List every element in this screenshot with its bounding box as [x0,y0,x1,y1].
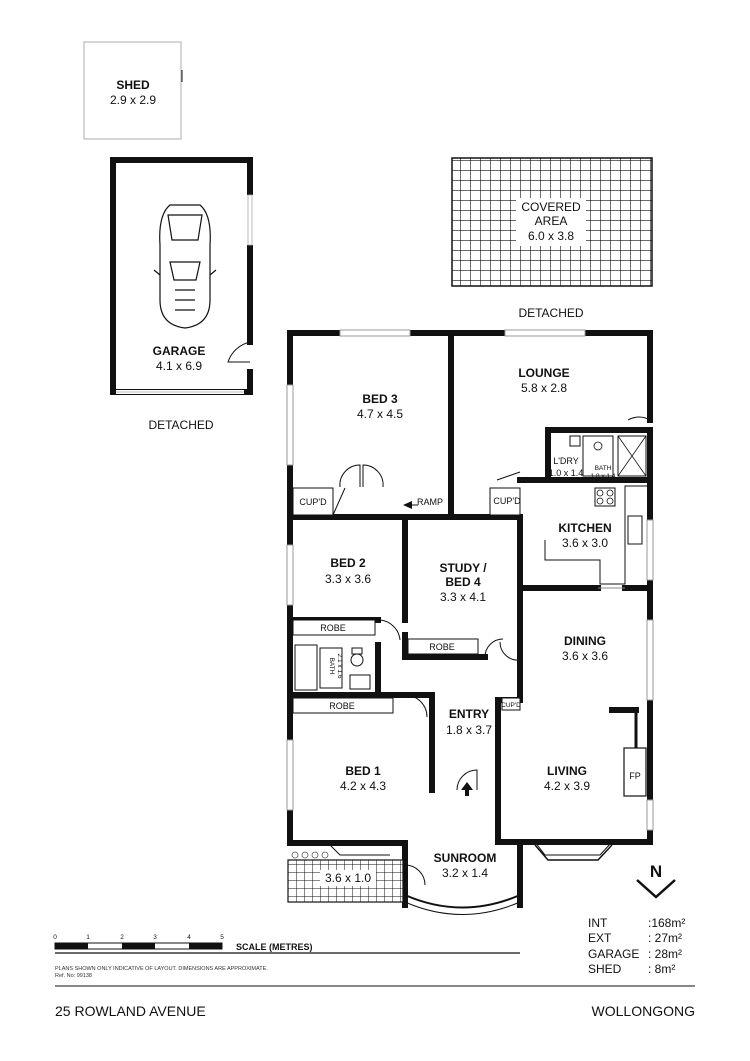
shed-dims: 2.9 x 2.9 [110,93,156,107]
car-icon [153,204,217,329]
ramp-label: RAMP [417,497,443,507]
robe-study-label: ROBE [429,642,455,652]
area-value-shed: : 8m² [648,962,675,976]
kitchen-dims: 3.6 x 3.0 [562,536,608,550]
study-dims: 3.3 x 4.1 [440,590,486,604]
bath-small-name: BATH [595,465,612,472]
entry-name: ENTRY [449,707,489,721]
ref-number: Ref. No: 99138 [55,973,92,979]
bath-main-dims: 2.1 x 1.6 [336,654,343,679]
study-name-line2: BED 4 [445,575,481,589]
dining-name: DINING [564,634,606,648]
bed2-name: BED 2 [330,556,366,570]
bath-small-dims: 1.8 x 1.4 [591,473,616,480]
covered-dims: 6.0 x 3.8 [528,229,574,243]
laundry-dims: 1.0 x 1.4 [549,468,584,478]
fixtures: CUP'D RAMP CUP'D ROBE ROBE ROBE CUP'D BA… [292,435,650,714]
garage-dims: 4.1 x 6.9 [156,359,202,373]
entry-arrow-icon [461,782,473,796]
covered-name-line1: COVERED [521,200,581,214]
lounge-dims: 5.8 x 2.8 [521,381,567,395]
scale-tick-1: 1 [86,934,90,941]
area-label-garage: GARAGE [588,947,639,961]
robe-bed2-label: ROBE [320,623,346,633]
living-name: LIVING [547,764,587,778]
entry-dims: 1.8 x 3.7 [446,723,492,737]
footer-suburb: WOLLONGONG [592,1003,695,1019]
laundry-name: L'DRY [553,456,579,466]
area-value-garage: : 28m² [648,947,682,961]
cupd-bed3-label: CUP'D [299,497,327,507]
deck: 3.6 x 1.0 [287,851,404,903]
bed3-name: BED 3 [362,392,398,406]
bed2-dims: 3.3 x 3.6 [325,572,371,586]
scale-tick-5: 5 [220,934,224,941]
kitchen-name: KITCHEN [558,521,611,535]
room-labels: BED 3 4.7 x 4.5 LOUNGE 5.8 x 2.8 KITCHEN… [325,366,641,880]
fireplace-label: FP [629,771,641,781]
cupd-hall-label: CUP'D [493,496,521,506]
disclaimer: PLANS SHOWN ONLY INDICATIVE OF LAYOUT. D… [55,966,268,972]
scale-tick-0: 0 [53,934,57,941]
area-value-int: :168m² [648,916,685,930]
bed1-dims: 4.2 x 4.3 [340,779,386,793]
shed-name: SHED [116,78,150,92]
garage-detached-label: DETACHED [148,418,213,432]
area-label-shed: SHED [588,962,622,976]
shed: SHED 2.9 x 2.9 [83,41,183,140]
covered-detached-label: DETACHED [518,306,583,320]
scale-tick-4: 4 [187,934,191,941]
scale-bar: 0 1 2 3 4 5 SCALE (METRES) PLANS SHOWN O… [53,934,520,979]
doors [339,416,651,886]
sunroom-dims: 3.2 x 1.4 [442,866,488,880]
area-label-int: INT [588,916,608,930]
robe-bed1-label: ROBE [329,701,355,711]
living-dims: 4.2 x 3.9 [544,779,590,793]
north-label: N [650,862,662,881]
garage-name: GARAGE [153,344,206,358]
cupd-entry-label: CUP'D [501,702,521,709]
footer-address: 25 ROWLAND AVENUE [55,1003,206,1019]
garage: GARAGE 4.1 x 6.9 [110,157,254,395]
deck-dims: 3.6 x 1.0 [325,871,371,885]
bath-main-name: BATH [328,658,335,675]
dining-dims: 3.6 x 3.6 [562,649,608,663]
lounge-name: LOUNGE [518,366,569,380]
covered-area: COVERED AREA 6.0 x 3.8 [451,157,653,287]
study-name-line1: STUDY / [439,561,487,575]
plants-icon [291,851,329,859]
bed1-name: BED 1 [345,764,381,778]
bed3-dims: 4.7 x 4.5 [357,407,403,421]
covered-name-line2: AREA [535,214,568,228]
scale-tick-3: 3 [153,934,157,941]
scale-tick-2: 2 [120,934,124,941]
north-arrow: N [636,862,676,899]
scale-title: SCALE (METRES) [236,942,313,952]
area-label-ext: EXT [588,931,612,945]
sunroom-name: SUNROOM [434,851,497,865]
area-value-ext: : 27m² [648,931,682,945]
area-summary: INT :168m² EXT : 27m² GARAGE : 28m² SHED… [588,916,685,976]
